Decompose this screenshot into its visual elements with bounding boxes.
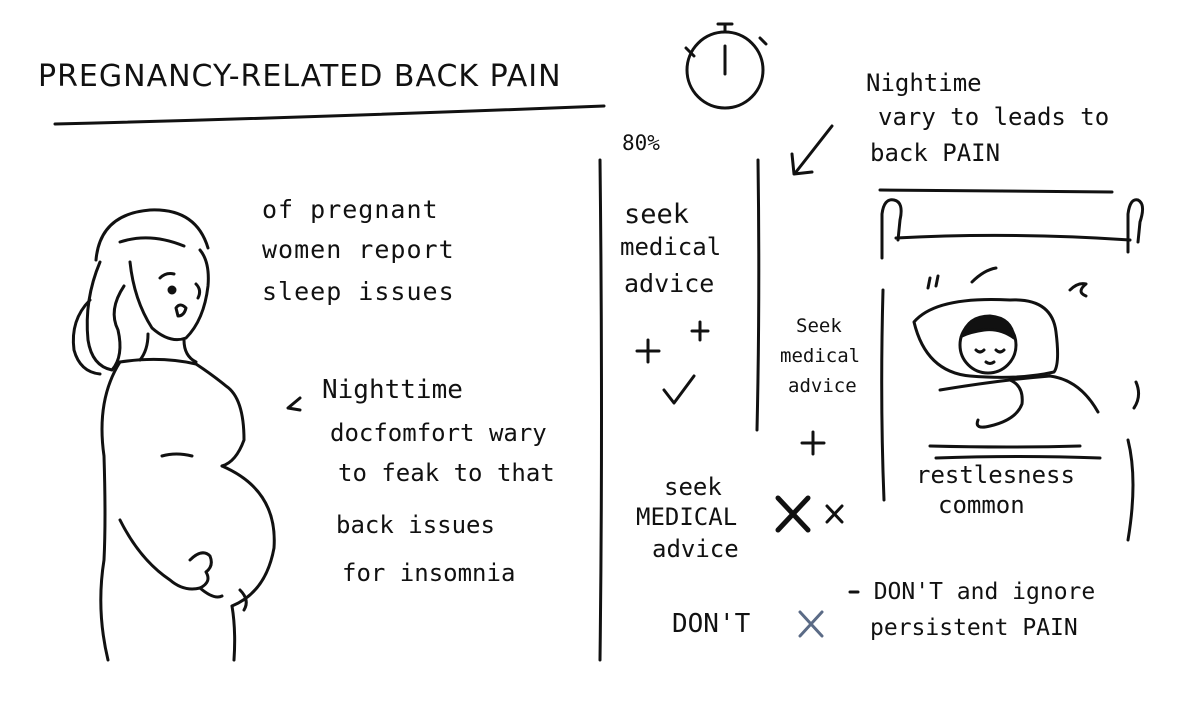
divider-mid [755,158,761,432]
cross-icon-small [825,504,844,524]
right-note-line-2: vary to leads to [878,103,1110,131]
arrow-icon-right-note [790,124,834,176]
left-note-line-1: Nighttime [322,375,463,405]
pregnant-woman-illustration [71,208,276,662]
left-note-line-2: docfomfort wary [330,419,547,447]
plus-icon [635,320,826,456]
bed-icon [880,198,1145,542]
seek-c-line-3: advice [652,535,739,563]
arrow-icon-left-note [286,396,302,412]
left-note-line-4: back issues [336,511,495,539]
header-line-right [878,188,1114,194]
seek-a-line-2: medical [620,233,722,261]
cross-icon-bold [775,495,811,533]
seek-a-line-1: seek [624,199,690,230]
percent-label: 80% [622,131,660,155]
seek-b-line-2: medical [780,345,861,367]
stat-line-3: sleep issues [262,277,455,306]
stopwatch-icon [684,22,768,110]
title-underline [53,104,606,126]
warning-line-1: - DON'T and ignore [846,579,1096,605]
stat-line-2: women report [262,235,455,264]
cross-icon-accent [798,610,824,638]
seek-c-line-2: MEDICAL [636,503,738,531]
right-note-line-1: Nightime [866,69,982,97]
divider-left [598,158,603,662]
check-icon [662,374,696,405]
caption-line-1: restlesness [916,461,1075,489]
warning-line-2: persistent PAIN [870,615,1078,641]
dont-label: DON'T [672,609,751,639]
left-note-line-3: to feak to that [338,459,555,487]
right-note-line-3: back PAIN [870,139,1001,167]
seek-c-line-1: seek [664,473,722,501]
page-title: PREGNANCY-RELATED BACK PAIN [38,59,562,94]
stat-line-1: of pregnant [262,195,439,224]
caption-line-2: common [938,491,1025,519]
seek-b-line-1: Seek [796,315,842,337]
left-note-line-5: for insomnia [342,559,516,587]
seek-b-line-3: advice [788,375,857,397]
seek-a-line-3: advice [624,269,715,298]
